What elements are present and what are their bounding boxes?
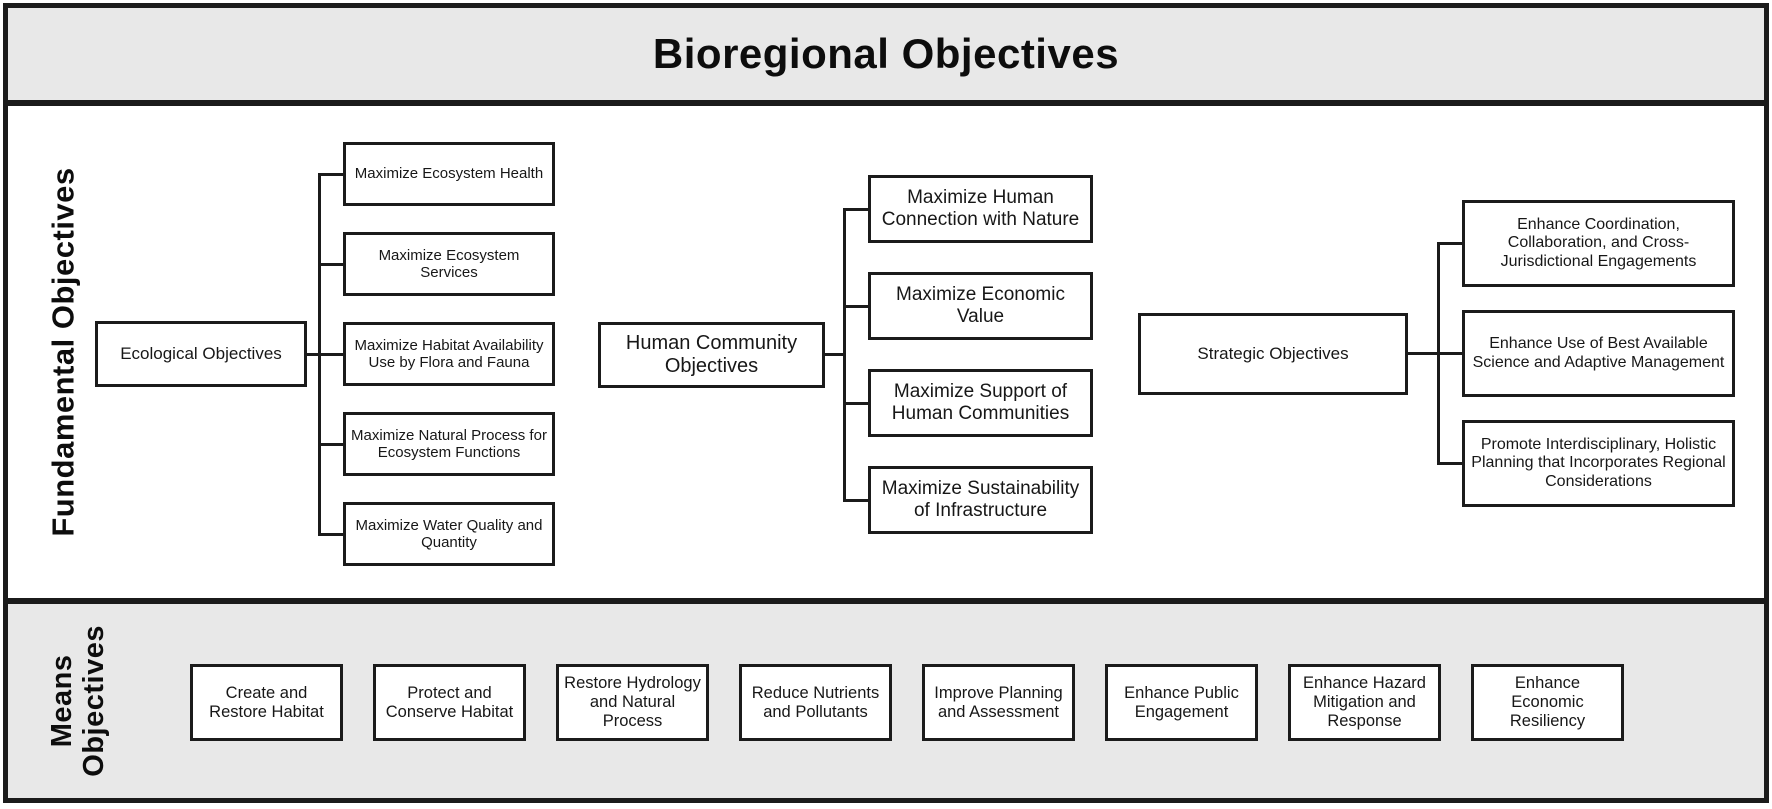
tree-node-row: Maximize Ecosystem Health [318,142,555,206]
means-objective-box: Enhance Hazard Mitigation and Response [1288,664,1441,741]
connector-stub [843,498,868,502]
connector-stub [318,172,343,176]
means-objectives-row: Create and Restore Habitat Protect and C… [190,664,1624,741]
ecological-children: Maximize Ecosystem Health Maximize Ecosy… [318,142,555,566]
human-community-children: Maximize Human Connection with Nature Ma… [843,175,1093,534]
objective-box: Maximize Human Connection with Nature [868,175,1093,243]
objective-box: Maximize Habitat Availability Use by Flo… [343,322,555,386]
objective-box: Enhance Coordination, Collaboration, and… [1462,200,1735,287]
tree-node-row: Maximize Economic Value [843,272,1093,340]
diagram-title: Bioregional Objectives [652,30,1120,77]
objective-box: Enhance Use of Best Available Science an… [1462,310,1735,397]
tree-node-row: Enhance Use of Best Available Science an… [1437,310,1735,397]
connector-stub [1437,352,1462,355]
branch-strategic: Strategic Objectives Enhance Coordinatio… [1138,200,1735,507]
diagram-header: Bioregional Objectives [8,8,1764,106]
branch-human-community: Human Community Objectives Maximize Huma… [598,175,1093,534]
tree-node-row: Maximize Natural Process for Ecosystem F… [318,412,555,476]
tree-node-row: Maximize Sustainability of Infrastructur… [843,466,1093,534]
fundamental-section-label: Fundamental Objectives [46,167,82,537]
strategic-children: Enhance Coordination, Collaboration, and… [1437,200,1735,507]
connector-stub [318,352,343,356]
means-objective-box: Protect and Conserve Habitat [373,664,526,741]
tree-node-row: Maximize Habitat Availability Use by Flo… [318,322,555,386]
means-section-label: Means Objectives [46,625,111,777]
connector-trunk [843,208,846,501]
human-community-parent-box: Human Community Objectives [598,321,825,388]
tree-node-row: Maximize Human Connection with Nature [843,175,1093,243]
means-label-wrap: Means Objectives [8,604,150,798]
means-objective-box: Enhance Economic Resiliency [1471,664,1624,741]
tree-node-row: Maximize Ecosystem Services [318,232,555,296]
diagram-frame: Bioregional Objectives Fundamental Objec… [3,3,1769,803]
objective-box: Maximize Ecosystem Health [343,142,555,206]
means-objective-box: Improve Planning and Assessment [922,664,1075,741]
tree-node-row: Maximize Water Quality and Quantity [318,502,555,566]
means-objective-box: Reduce Nutrients and Pollutants [739,664,892,741]
objective-box: Promote Interdisciplinary, Holistic Plan… [1462,420,1735,507]
connector-trunk [318,173,321,535]
objective-box: Maximize Economic Value [868,272,1093,340]
tree-node-row: Enhance Coordination, Collaboration, and… [1437,200,1735,287]
tree-node-row: Maximize Support of Human Communities [843,369,1093,437]
connector-line [825,353,843,356]
objective-box: Maximize Water Quality and Quantity [343,502,555,566]
means-objective-box: Restore Hydrology and Natural Process [556,664,709,741]
strategic-parent-box: Strategic Objectives [1138,312,1408,395]
connector-stub [318,532,343,536]
fundamental-section: Fundamental Objectives Ecological Object… [8,106,1764,598]
connector-stub [318,262,343,266]
ecological-parent-box: Ecological Objectives [95,321,307,387]
tree-node-row: Promote Interdisciplinary, Holistic Plan… [1437,420,1735,507]
means-objective-box: Create and Restore Habitat [190,664,343,741]
connector-stub [843,401,868,405]
means-label-line2: Objectives [78,625,110,777]
objective-box: Maximize Natural Process for Ecosystem F… [343,412,555,476]
connector-stub [843,207,868,211]
means-label-line1: Means [46,654,79,748]
objective-box: Maximize Sustainability of Infrastructur… [868,466,1093,534]
connector-line [307,352,318,356]
connector-trunk [1437,242,1440,465]
connector-line [1408,352,1437,355]
connector-stub [1437,242,1462,245]
objective-box: Maximize Support of Human Communities [868,369,1093,437]
means-objective-box: Enhance Public Engagement [1105,664,1258,741]
connector-stub [1437,462,1462,465]
connector-stub [843,304,868,308]
objective-box: Maximize Ecosystem Services [343,232,555,296]
branch-ecological: Ecological Objectives Maximize Ecosystem… [95,142,555,566]
connector-stub [318,442,343,446]
means-section: Means Objectives Create and Restore Habi… [8,598,1764,798]
